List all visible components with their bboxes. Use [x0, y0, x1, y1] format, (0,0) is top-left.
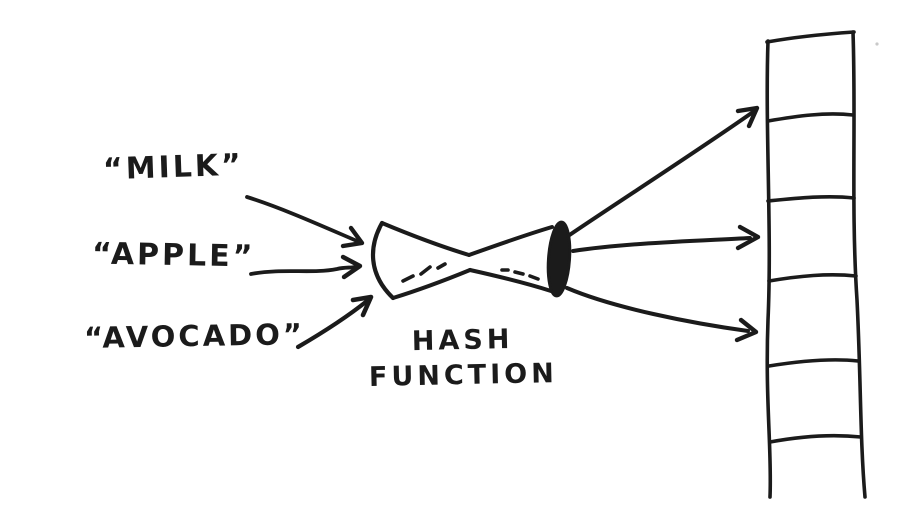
milk-arrowhead-icon: [340, 225, 365, 249]
output-arrow-1-line: [566, 110, 755, 238]
input-label-apple: “APPLE”: [91, 236, 256, 275]
slot-divider-5: [768, 433, 863, 444]
hash-function-label-line2: FUNCTION: [368, 358, 559, 393]
milk-arrow-line: [245, 195, 359, 243]
output-arrow-3-line: [565, 286, 750, 333]
funnel-bottom-left-edge: [391, 268, 472, 300]
output-arrows: [565, 105, 761, 343]
funnel-bottom-right-edge: [468, 268, 553, 293]
apple-arrowhead-icon: [340, 254, 363, 280]
hash-table-column: [765, 30, 867, 499]
funnel-top-right-edge: [467, 225, 554, 257]
slot-divider-2: [766, 194, 856, 203]
hash-function-label: HASH FUNCTION: [362, 321, 563, 395]
output-arrow-2-head-icon: [735, 224, 761, 251]
funnel-dash-marks: [401, 262, 540, 283]
output-arrow-2-line: [571, 236, 752, 253]
hash-function-label-line1: HASH: [411, 323, 514, 358]
input-label-avocado: “AVOCADO”: [83, 317, 306, 355]
paper-speck: [875, 42, 879, 46]
avocado-arrow-line: [295, 298, 370, 350]
funnel-top-left-edge: [380, 221, 471, 257]
slot-divider-4: [767, 358, 860, 368]
column-top-edge: [765, 30, 856, 44]
apple-arrow-line: [249, 265, 357, 276]
slot-divider-3: [767, 273, 858, 283]
output-arrow-3-head-icon: [734, 317, 759, 343]
hash-funnel: [370, 220, 572, 301]
column-left-edge: [765, 39, 773, 499]
funnel-mouth-arc: [370, 220, 396, 301]
column-right-edge: [851, 30, 867, 499]
input-label-milk: “MILK”: [102, 147, 245, 188]
slot-divider-1: [766, 112, 855, 123]
funnel-outlet: [546, 220, 572, 298]
avocado-arrowhead-icon: [350, 294, 374, 318]
output-arrow-1-head-icon: [735, 105, 760, 129]
input-arrows: [245, 195, 374, 350]
